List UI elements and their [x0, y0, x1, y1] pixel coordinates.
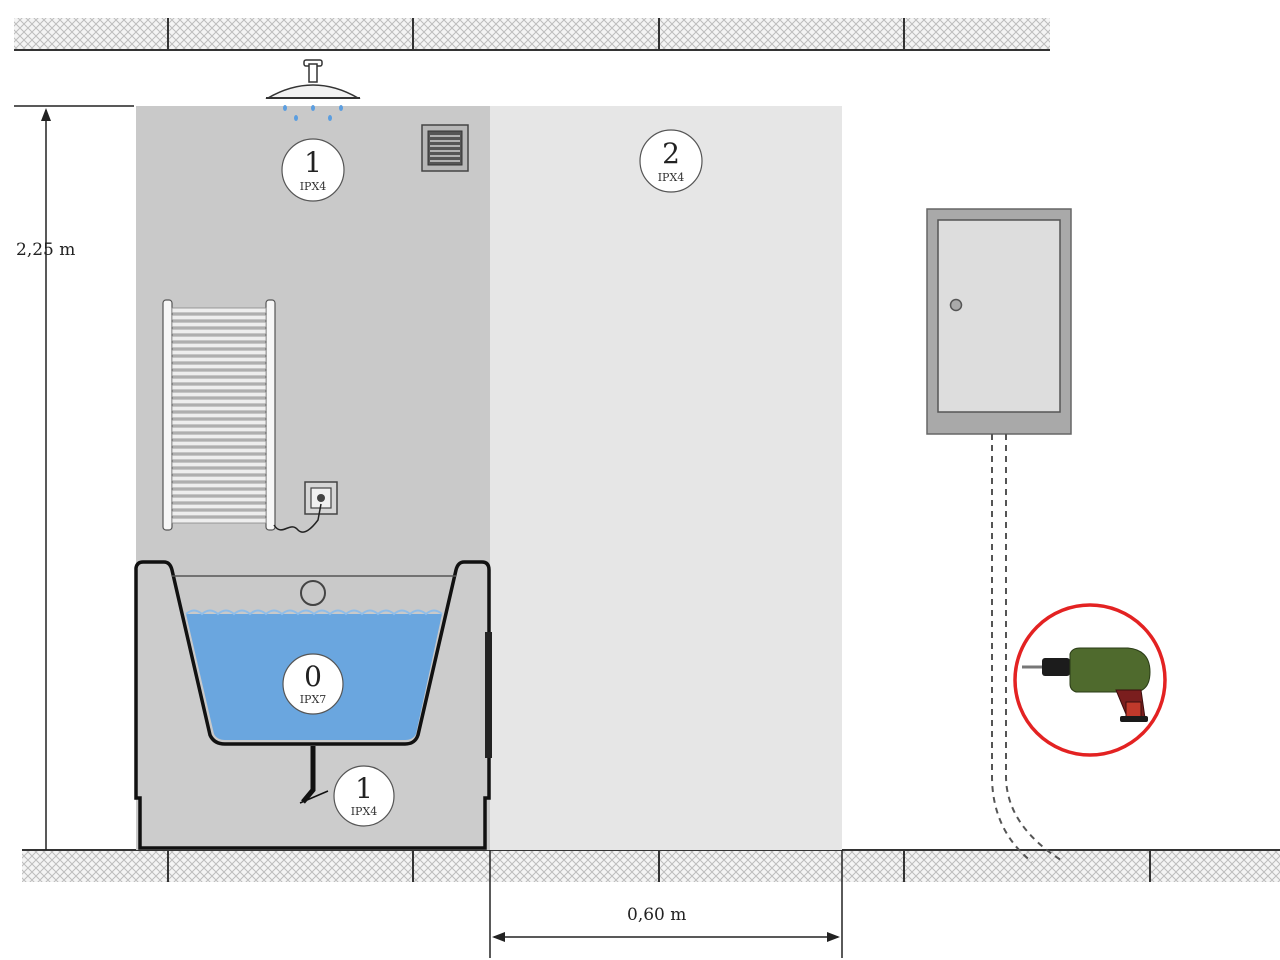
zone-number: 1	[304, 146, 322, 179]
radiator-rung	[171, 447, 267, 454]
radiator-rung	[171, 384, 267, 391]
radiator-rung	[171, 321, 267, 328]
zone-rating: IPX7	[300, 693, 327, 706]
zone-label-1-top: 1 IPX4	[281, 138, 345, 202]
zone-number: 1	[355, 772, 373, 805]
radiator-rung	[171, 426, 267, 433]
radiator-rung	[171, 391, 267, 398]
width-dimension	[489, 850, 843, 958]
zone-2-area	[490, 106, 842, 850]
radiator-rung	[171, 342, 267, 349]
radiator-rung	[171, 363, 267, 370]
zone-number: 0	[304, 660, 322, 693]
radiator-rung	[171, 440, 267, 447]
radiator-rung	[171, 419, 267, 426]
radiator-rung	[171, 370, 267, 377]
radiator-rung	[171, 496, 267, 503]
zone-number: 2	[662, 137, 680, 170]
electrical-panel-icon	[926, 208, 1072, 863]
radiator-rung	[171, 454, 267, 461]
radiator-rung	[171, 475, 267, 482]
radiator-rung	[171, 328, 267, 335]
radiator-rung	[171, 461, 267, 468]
height-dimension-label: 2,25 m	[16, 240, 75, 260]
shower-head-icon	[265, 59, 361, 121]
radiator-rung	[171, 307, 267, 314]
height-dimension	[14, 105, 134, 850]
wall-socket-icon	[273, 481, 338, 533]
zone-rating: IPX4	[658, 171, 685, 184]
zone-label-2: 2 IPX4	[639, 129, 703, 193]
radiator-rung	[171, 433, 267, 440]
radiator-rung	[171, 482, 267, 489]
radiator-rung	[171, 503, 267, 510]
radiator-rung	[171, 489, 267, 496]
radiator-rung	[171, 405, 267, 412]
radiator-rung	[171, 349, 267, 356]
towel-radiator-icon	[162, 299, 276, 531]
width-dimension-label: 0,60 m	[627, 905, 686, 925]
radiator-rung	[171, 377, 267, 384]
radiator-rung	[171, 314, 267, 321]
zone-rating: IPX4	[300, 180, 327, 193]
radiator-rung	[171, 412, 267, 419]
zone-label-0: 0 IPX7	[282, 653, 344, 715]
radiator-rung	[171, 468, 267, 475]
ceiling	[14, 18, 1050, 51]
radiator-rung	[171, 398, 267, 405]
radiator-rung	[171, 356, 267, 363]
radiator-rung	[171, 335, 267, 342]
radiator-rung	[171, 517, 267, 524]
zone-label-1-under: 1 IPX4	[333, 765, 395, 827]
zone-rating: IPX4	[351, 805, 378, 818]
ventilation-grille-icon	[421, 124, 469, 172]
floor	[22, 849, 1280, 882]
radiator-rung	[171, 510, 267, 517]
drill-prohibited-icon	[1013, 603, 1167, 757]
